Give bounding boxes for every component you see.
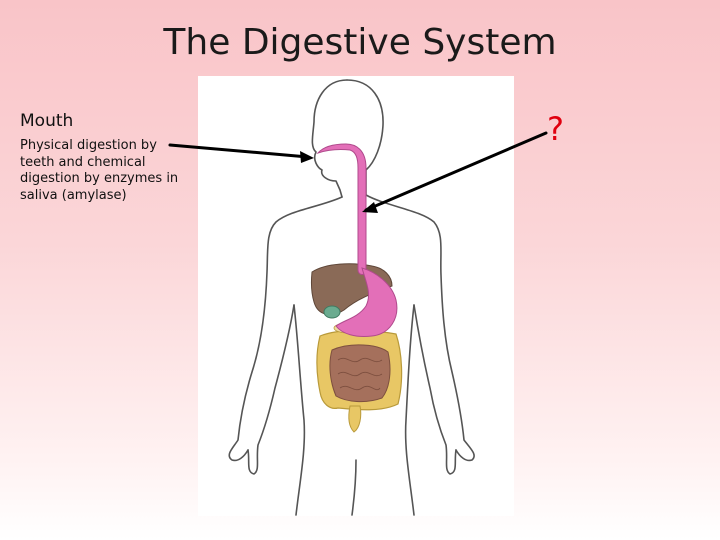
unknown-organ-label: ? (547, 110, 564, 148)
pointer-lines (168, 131, 548, 212)
oesophagus (316, 143, 367, 275)
mouth-heading: Mouth (20, 111, 74, 131)
mouth-arrowhead (300, 151, 314, 163)
gallbladder (323, 305, 341, 319)
rectum (348, 405, 362, 433)
oesophagus-arrowhead (362, 202, 378, 213)
mouth-description: Physical digestion by teeth and chemical… (20, 138, 179, 203)
intestine-coils (337, 357, 383, 391)
oesophagus-pointer-line (364, 131, 548, 212)
body-outline (228, 79, 475, 516)
stomach (335, 267, 398, 337)
slide-title: The Digestive System (163, 22, 557, 63)
small-intestine (329, 344, 391, 403)
mouth-pointer-line (168, 143, 310, 159)
